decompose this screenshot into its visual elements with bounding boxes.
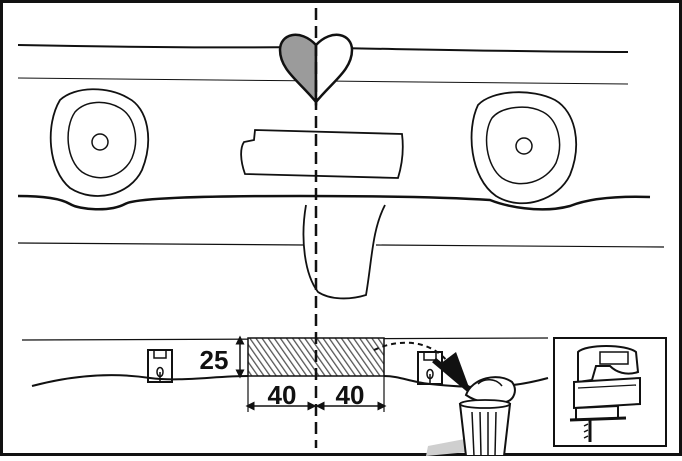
right-fog-light bbox=[470, 91, 577, 205]
bumper-lower-edge bbox=[17, 194, 651, 211]
trash-bin-icon bbox=[426, 376, 516, 457]
left-width-label: 40 bbox=[268, 380, 297, 410]
height-dimension: 25 bbox=[200, 335, 245, 379]
curved-arrow-icon bbox=[373, 341, 474, 395]
right-width-label: 40 bbox=[336, 380, 365, 410]
center-intake bbox=[302, 204, 386, 300]
left-fog-light bbox=[49, 88, 149, 197]
width-dimensions bbox=[245, 376, 387, 412]
mounting-clip-icon bbox=[417, 351, 443, 385]
height-dimension-label: 25 bbox=[200, 345, 229, 375]
license-plate-recess bbox=[240, 129, 404, 179]
jigsaw-icon bbox=[553, 337, 667, 447]
heart-icon bbox=[278, 33, 354, 106]
bumper-mid-lines bbox=[17, 242, 665, 248]
mounting-clip-icon bbox=[147, 349, 173, 383]
